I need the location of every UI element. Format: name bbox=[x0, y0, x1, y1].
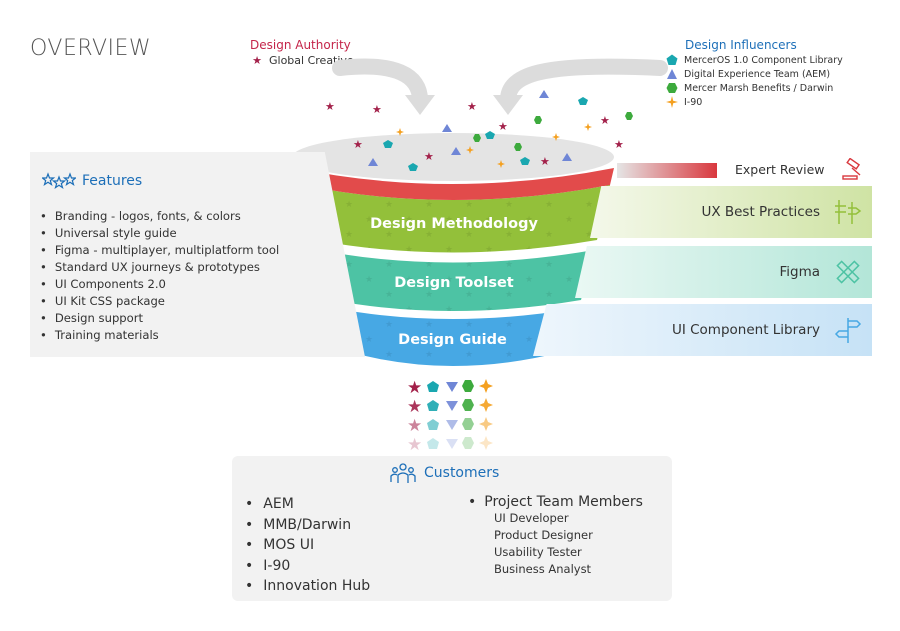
band-ui-component-library: UI Component Library bbox=[533, 304, 872, 356]
svg-text:★: ★ bbox=[407, 416, 422, 436]
svg-text:★: ★ bbox=[540, 155, 550, 168]
list-item: UI Developer bbox=[494, 511, 569, 525]
hexagon-icon bbox=[666, 83, 678, 93]
authority-arrowhead bbox=[405, 95, 435, 115]
svg-text:★: ★ bbox=[467, 100, 477, 113]
list-item: MOS UI bbox=[245, 535, 370, 556]
authority-heading: Design Authority bbox=[250, 38, 351, 52]
customers-list: AEM MMB/Darwin MOS UI I-90 Innovation Hu… bbox=[245, 494, 370, 597]
authority-arrow bbox=[332, 58, 428, 108]
list-item: Standard UX journeys & prototypes bbox=[40, 259, 320, 276]
ruler-pencil-icon bbox=[836, 260, 860, 284]
svg-text:★: ★ bbox=[424, 150, 434, 163]
authority-item: ★Global Creative bbox=[250, 54, 390, 67]
svg-text:★: ★ bbox=[407, 378, 422, 398]
list-item: UI Kit CSS package bbox=[40, 293, 320, 310]
project-team-heading: Project Team Members bbox=[468, 494, 643, 510]
svg-text:★: ★ bbox=[353, 138, 363, 151]
influencer-item: I-90 bbox=[665, 96, 895, 108]
influencers-heading: Design Influencers bbox=[685, 38, 797, 52]
design-influencers: Design Influencers MercerOS 1.0 Componen… bbox=[665, 38, 895, 108]
expert-review-label: Expert Review bbox=[735, 162, 825, 177]
list-item: Design support bbox=[40, 310, 320, 327]
list-item: Training materials bbox=[40, 327, 320, 344]
list-item: AEM bbox=[245, 494, 370, 515]
triangle-icon bbox=[667, 69, 677, 79]
expert-review-bar bbox=[617, 163, 717, 178]
customers-heading: Customers bbox=[390, 462, 499, 484]
list-item: UI Components 2.0 bbox=[40, 276, 320, 293]
funnel-top bbox=[292, 133, 614, 181]
features-heading: Features bbox=[42, 172, 142, 190]
stars-icon bbox=[42, 172, 76, 190]
design-authority: Design Authority ★Global Creative bbox=[250, 38, 390, 67]
list-item: Usability Tester bbox=[494, 545, 582, 559]
influencer-item: MercerOS 1.0 Component Library bbox=[665, 54, 895, 66]
people-icon bbox=[390, 463, 416, 483]
list-item: Branding - logos, fonts, & colors bbox=[40, 208, 320, 225]
svg-text:★: ★ bbox=[407, 397, 422, 417]
output-shapes: ★ ★ ★ ★ bbox=[407, 378, 493, 455]
list-item: Business Analyst bbox=[494, 562, 592, 576]
falling-shapes: ★ ★ ★ ★ ★ ★ ★ ★ ★ bbox=[325, 90, 633, 171]
list-item: Universal style guide bbox=[40, 225, 320, 242]
list-item: Innovation Hub bbox=[245, 576, 370, 597]
svg-text:★: ★ bbox=[498, 120, 508, 133]
influencer-item: Digital Experience Team (AEM) bbox=[665, 68, 895, 80]
stage-label-toolset: Design Toolset bbox=[394, 275, 514, 291]
page-title: OVERVIEW bbox=[30, 36, 152, 61]
pentagon-icon bbox=[666, 54, 678, 65]
svg-text:★: ★ bbox=[325, 100, 335, 113]
stage-label-methodology: Design Methodology bbox=[370, 216, 538, 232]
svg-text:★: ★ bbox=[600, 114, 610, 127]
svg-text:★: ★ bbox=[614, 138, 624, 151]
direction-sign-icon bbox=[834, 318, 862, 343]
funnel-rim bbox=[294, 168, 614, 200]
svg-text:★: ★ bbox=[372, 103, 382, 116]
band-figma: Figma bbox=[575, 246, 872, 298]
features-list: Branding - logos, fonts, & colors Univer… bbox=[40, 208, 320, 344]
gavel-icon bbox=[842, 158, 861, 180]
influencer-arrowhead bbox=[493, 95, 523, 115]
list-item: Figma - multiplayer, multiplatform tool bbox=[40, 242, 320, 259]
influencer-arrow bbox=[500, 58, 668, 108]
list-item: Product Designer bbox=[494, 528, 593, 542]
sparkle-icon bbox=[666, 96, 678, 108]
influencer-item: Mercer Marsh Benefits / Darwin bbox=[665, 82, 895, 94]
list-item: MMB/Darwin bbox=[245, 515, 370, 536]
list-item: I-90 bbox=[245, 556, 370, 577]
signpost-icon bbox=[835, 200, 862, 224]
project-team-members: Project Team Members UI Developer Produc… bbox=[468, 494, 643, 578]
star-icon: ★ bbox=[252, 54, 262, 67]
svg-text:★: ★ bbox=[407, 435, 422, 455]
stage-label-guide: Design Guide bbox=[398, 332, 507, 348]
band-ux-best-practices: UX Best Practices bbox=[590, 186, 872, 238]
